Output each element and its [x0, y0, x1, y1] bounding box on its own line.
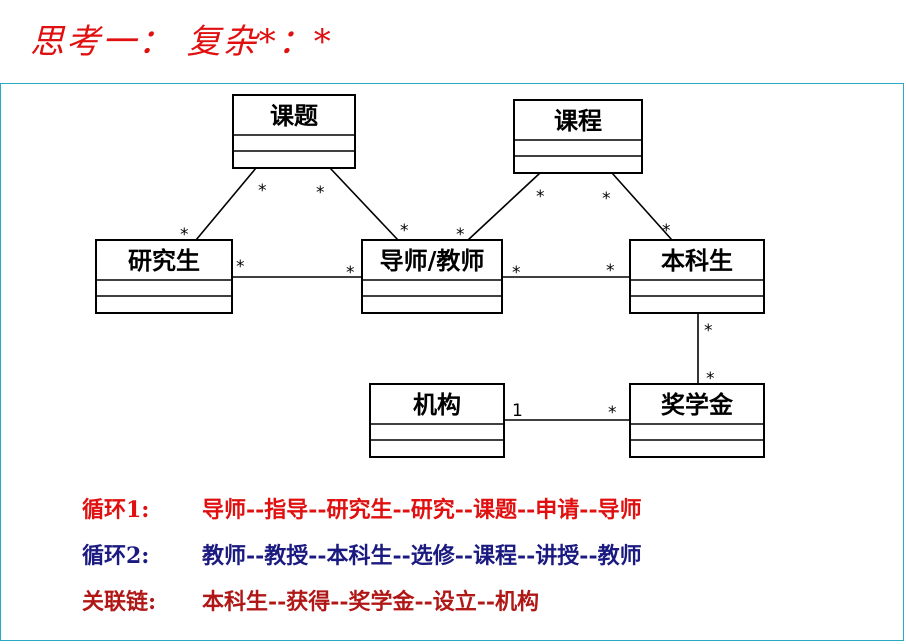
association-multiplicity-to: * [606, 261, 615, 281]
class-name: 课题 [270, 101, 318, 130]
legend-text: 教师--教授--本科生--选修--课程--讲授--教师 [202, 543, 642, 569]
association-teacher-undergrad: ** [502, 261, 630, 283]
class-box-outline [95, 239, 233, 314]
association-line [329, 167, 399, 241]
class-box-teacher[interactable]: 导师/教师 [361, 239, 503, 314]
class-name: 研究生 [128, 246, 200, 275]
class-box-scholarship[interactable]: 奖学金 [629, 383, 765, 458]
legend-association-chain: 关联链: 本科生--获得--奖学金--设立--机构 [82, 584, 539, 616]
association-multiplicity-from: * [704, 321, 713, 341]
association-line [467, 172, 541, 241]
class-box-course[interactable]: 课程 [513, 99, 643, 174]
association-org-scholarship: 1* [504, 401, 630, 423]
association-multiplicity-to: * [400, 221, 409, 241]
class-name: 导师/教师 [380, 246, 485, 275]
legend-text: 导师--指导--研究生--研究--课题--申请--导师 [202, 497, 642, 523]
association-topic-teacher: ** [316, 167, 409, 241]
association-multiplicity-to: * [608, 403, 617, 423]
diagram-frame [0, 83, 904, 641]
legend-label: 循环2: [82, 543, 150, 569]
class-name: 机构 [413, 390, 461, 419]
class-box-org[interactable]: 机构 [369, 383, 505, 458]
association-multiplicity-to: * [706, 369, 715, 389]
class-box-topic[interactable]: 课题 [232, 94, 356, 169]
association-multiplicity-from: * [602, 189, 611, 209]
legend-cycle-2: 循环2: 教师--教授--本科生--选修--课程--讲授--教师 [82, 538, 642, 570]
legend-text: 本科生--获得--奖学金--设立--机构 [202, 589, 540, 615]
class-box-outline [369, 383, 505, 458]
association-multiplicity-from: * [316, 183, 325, 203]
class-box-outline [361, 239, 503, 314]
association-line [195, 167, 257, 241]
class-box-outline [629, 383, 765, 458]
association-multiplicity-from: * [512, 263, 521, 283]
association-course-teacher: ** [456, 172, 545, 245]
association-multiplicity-to: * [180, 225, 189, 245]
association-grad-teacher: ** [232, 257, 362, 283]
legend-cycle-1: 循环1: 导师--指导--研究生--研究--课题--申请--导师 [82, 492, 642, 524]
class-box-outline [232, 94, 356, 169]
association-line [611, 172, 673, 241]
class-box-outline [629, 239, 765, 314]
association-undergrad-scholarship: ** [697, 313, 715, 389]
association-multiplicity-to: * [456, 225, 465, 245]
association-multiplicity-to: * [662, 221, 671, 241]
class-name: 奖学金 [661, 390, 734, 419]
page-title: 思考一： 复杂*：* [30, 22, 333, 62]
class-box-grad[interactable]: 研究生 [95, 239, 233, 314]
association-multiplicity-to: * [346, 263, 355, 283]
class-name: 本科生 [661, 246, 733, 275]
legend-label: 关联链: [82, 589, 157, 615]
legend-label: 循环1: [82, 497, 150, 523]
association-multiplicity-from: * [536, 187, 545, 207]
association-multiplicity-from: * [236, 257, 245, 277]
class-box-undergrad[interactable]: 本科生 [629, 239, 765, 314]
class-box-outline [513, 99, 643, 174]
class-name: 课程 [554, 106, 602, 135]
association-topic-grad: ** [180, 167, 267, 245]
association-course-undergrad: ** [602, 172, 673, 241]
association-multiplicity-from: * [258, 181, 267, 201]
association-multiplicity-from: 1 [512, 401, 523, 421]
